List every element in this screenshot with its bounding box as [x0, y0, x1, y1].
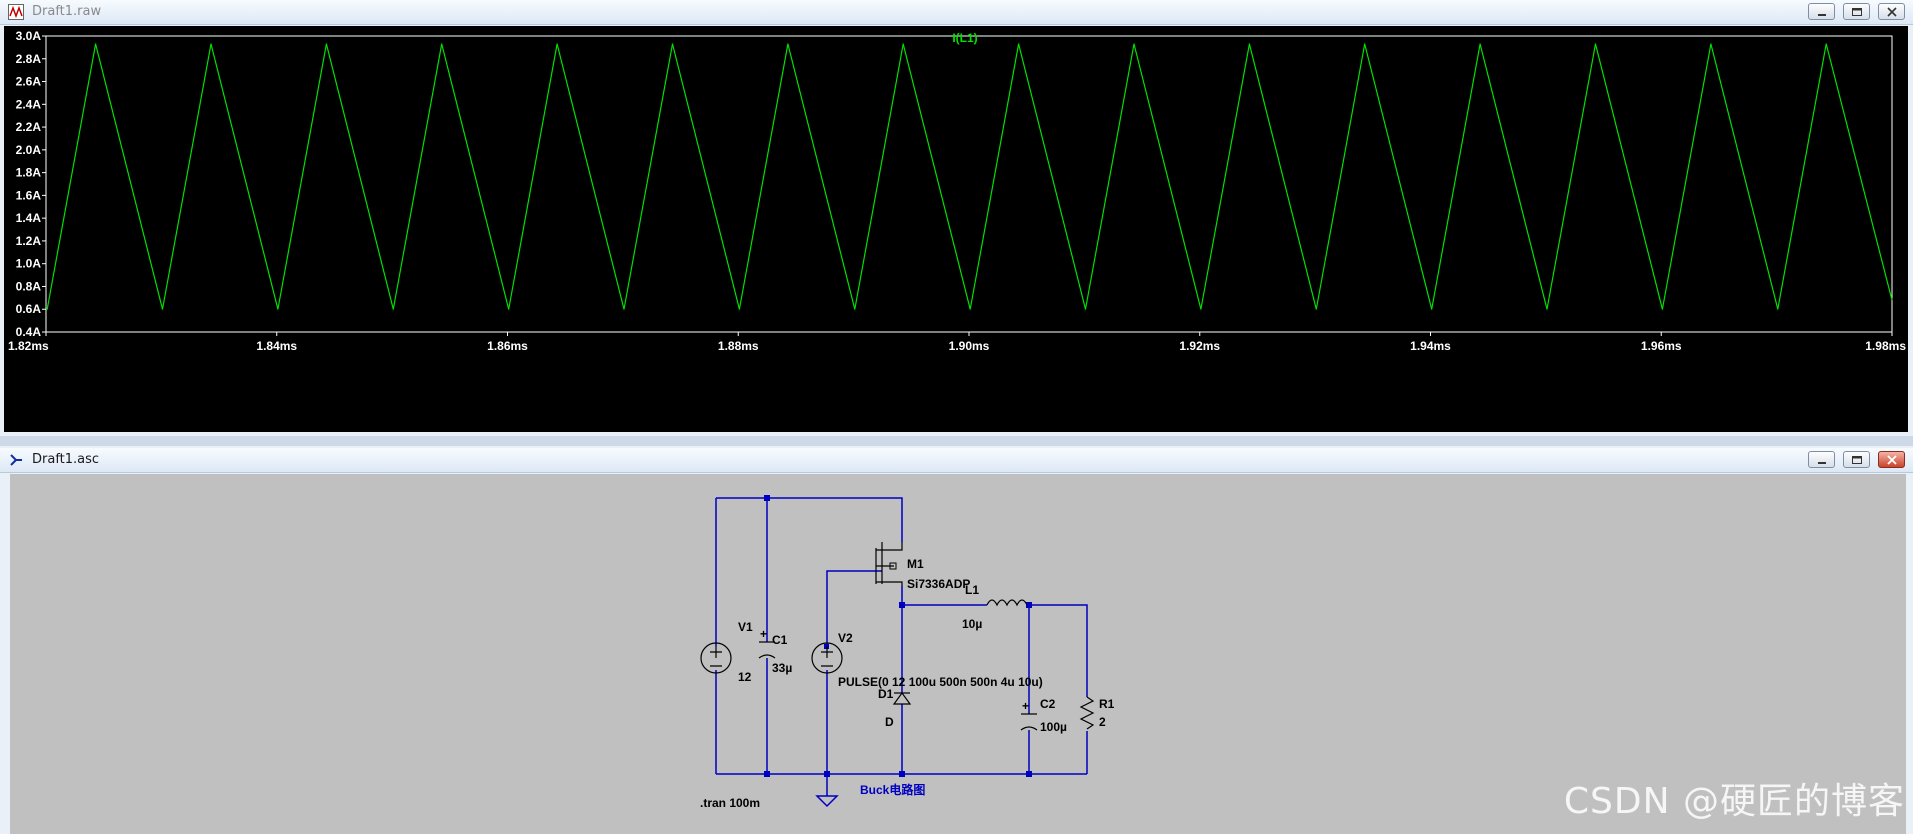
waveform-plot-pane[interactable]: I(L1) 0.4A 0.6A 0.8A 1.0A 1.2A 1.4A 1.6A 1.8A 2.… [4, 26, 1908, 432]
trace-line[interactable] [46, 43, 1893, 310]
y-tick-label: 2.0A [16, 143, 42, 157]
d1-diode-symbol[interactable] [892, 691, 912, 705]
v2-value: PULSE(0 12 100u 500n 500n 4u 10u) [838, 675, 1043, 689]
y-tick-label: 2.2A [16, 120, 42, 134]
x-tick-label: 1.94ms [1410, 339, 1451, 353]
watermark: CSDN @硬匠的博客 [1563, 781, 1905, 822]
close-button[interactable] [1878, 451, 1905, 468]
y-tick-label: 2.6A [16, 75, 42, 89]
d1-name: D1 [878, 687, 894, 701]
schematic-window-title: Draft1.asc [32, 452, 100, 467]
v2-source-symbol[interactable] [811, 642, 843, 674]
schematic-window-icon [8, 452, 24, 468]
x-tick-label: 1.84ms [256, 339, 297, 353]
minimize-button[interactable] [1808, 451, 1835, 468]
l1-inductor-symbol[interactable] [986, 599, 1028, 607]
r1-name: R1 [1099, 697, 1115, 711]
y-tick-label: 1.8A [16, 166, 42, 180]
y-tick-label: 3.0A [16, 29, 42, 43]
c1-capacitor-symbol[interactable]: + [758, 627, 776, 659]
v1-source-symbol[interactable] [700, 642, 732, 674]
minimize-button[interactable] [1808, 3, 1835, 20]
c2-name: C2 [1040, 697, 1056, 711]
y-axis: 0.4A 0.6A 0.8A 1.0A 1.2A 1.4A 1.6A 1.8A 2.0A 2.2A… [16, 29, 46, 339]
svg-text:+: + [760, 627, 767, 641]
svg-text:+: + [1022, 699, 1029, 713]
waveform-chart[interactable]: I(L1) 0.4A 0.6A 0.8A 1.0A 1.2A 1.4A 1.6A 1.8A 2.… [4, 26, 1908, 432]
c1-value: 33µ [772, 661, 792, 675]
spice-directive[interactable]: .tran 100m [700, 796, 760, 810]
y-tick-label: 1.0A [16, 257, 42, 271]
schematic-titlebar[interactable]: Draft1.asc [0, 448, 1913, 473]
waveform-window-title: Draft1.raw [32, 4, 102, 19]
y-tick-label: 2.4A [16, 97, 42, 111]
x-axis: 1.82ms 1.84ms 1.86ms 1.88ms 1.90ms 1.92ms 1.94… [8, 332, 1906, 353]
circuit-title-label[interactable]: Buck电路图 [860, 782, 925, 797]
x-tick-label: 1.92ms [1179, 339, 1220, 353]
x-tick-label: 1.88ms [718, 339, 759, 353]
trace-group [46, 43, 1893, 310]
y-tick-label: 1.6A [16, 188, 42, 202]
buck-schematic[interactable]: .w{stroke:#0000c0;stroke-width:1.5;fill:… [10, 474, 1906, 834]
r1-resistor-symbol[interactable] [1079, 696, 1095, 730]
x-tick-label: 1.98ms [1865, 339, 1906, 353]
l1-name: L1 [965, 583, 979, 597]
y-tick-label: 0.4A [16, 325, 42, 339]
c2-capacitor-symbol[interactable]: + [1020, 699, 1038, 731]
l1-value: 10µ [962, 617, 982, 631]
c1-name: C1 [772, 633, 788, 647]
waveform-window-icon [8, 4, 24, 20]
window-separator [0, 436, 1913, 446]
m1-value: Si7336ADP [907, 577, 970, 591]
maximize-button[interactable] [1843, 3, 1870, 20]
y-tick-label: 0.8A [16, 279, 42, 293]
v1-value: 12 [738, 670, 752, 684]
y-tick-label: 0.6A [16, 302, 42, 316]
d1-value: D [885, 715, 894, 729]
x-tick-label: 1.86ms [487, 339, 528, 353]
trace-label[interactable]: I(L1) [952, 31, 977, 45]
close-button[interactable] [1878, 3, 1905, 20]
plot-area-border [45, 35, 1893, 333]
x-tick-label: 1.96ms [1641, 339, 1682, 353]
y-tick-label: 1.4A [16, 211, 42, 225]
v2-name: V2 [838, 631, 853, 645]
junction-dots [764, 495, 1032, 777]
r1-value: 2 [1099, 715, 1106, 729]
ground-symbol[interactable] [815, 795, 839, 808]
x-tick-label: 1.82ms [8, 339, 49, 353]
maximize-button[interactable] [1843, 451, 1870, 468]
schematic-canvas[interactable]: .w{stroke:#0000c0;stroke-width:1.5;fill:… [10, 474, 1906, 834]
y-tick-label: 2.8A [16, 52, 42, 66]
waveform-titlebar[interactable]: Draft1.raw [0, 0, 1913, 25]
c2-value: 100µ [1040, 720, 1067, 734]
m1-mosfet-symbol[interactable] [875, 542, 903, 586]
m1-name: M1 [907, 557, 924, 571]
v1-name: V1 [738, 620, 753, 634]
x-tick-label: 1.90ms [949, 339, 990, 353]
y-tick-label: 1.2A [16, 234, 42, 248]
